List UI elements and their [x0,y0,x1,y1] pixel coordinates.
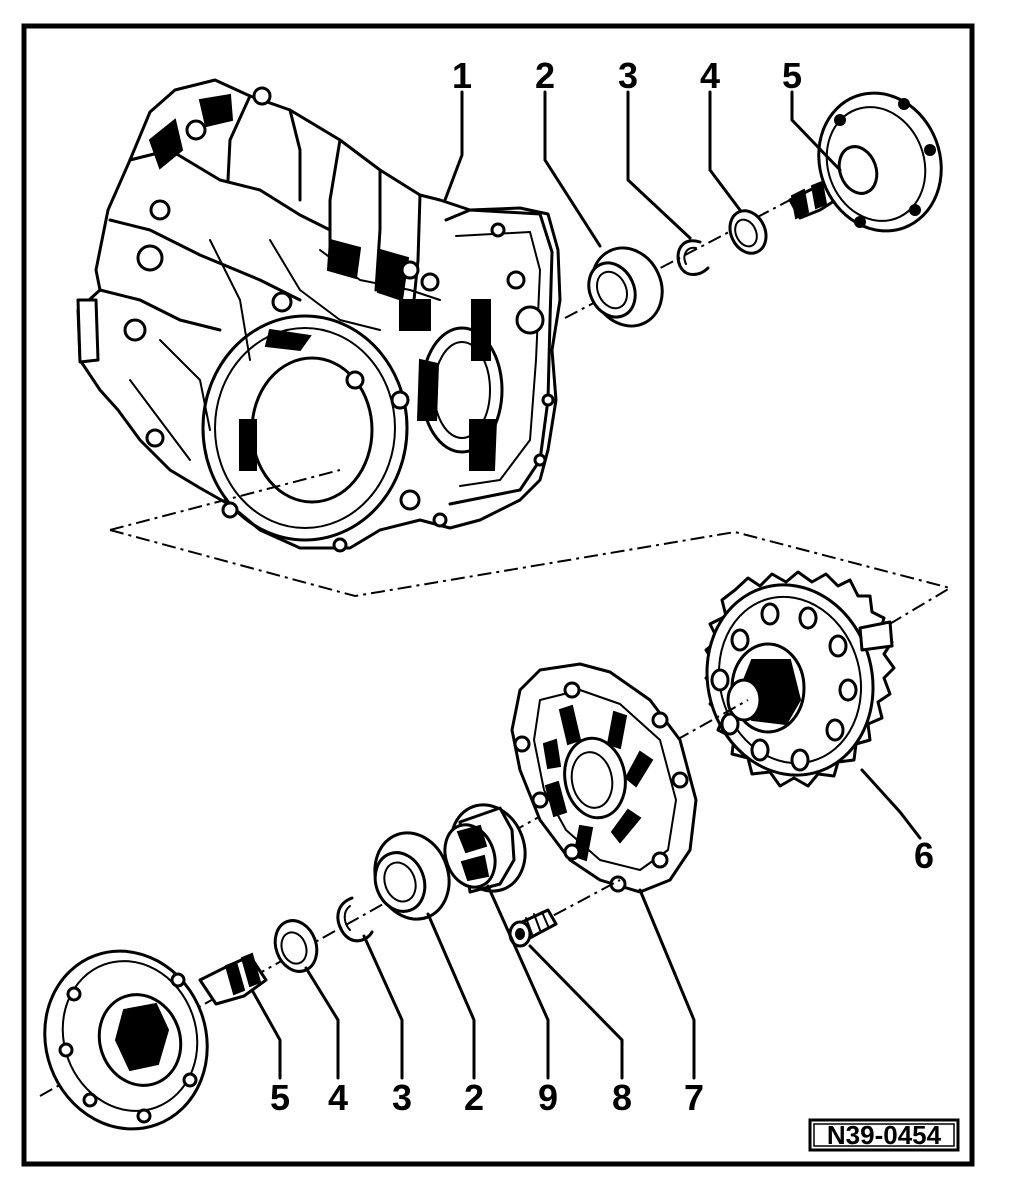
transmission-housing [76,78,562,553]
callout-9-bearing: 9 [538,1077,558,1118]
oil-seal-bottom [373,831,451,921]
callout-2-seal-top: 2 [535,55,555,96]
callout-4-washer-top: 4 [700,55,720,96]
thrust-washer-bottom [273,919,319,973]
oil-seal-top [587,246,664,328]
bolt [508,908,558,948]
callout-1-housing: 1 [452,55,472,96]
callout-7-cover: 7 [684,1077,704,1118]
bearing [443,803,527,894]
differential-ring-gear [704,570,896,788]
axis-bolt [529,879,621,929]
circlip-top [676,239,710,276]
thrust-washer-top [728,209,768,255]
reference-code: N39-0454 [827,1120,942,1150]
housing-cover [510,662,698,894]
flange-shaft-bottom [43,949,268,1131]
assembly-path-housing [109,469,953,626]
callout-6-differential: 6 [914,835,934,876]
callout-3-circlip-bottom: 3 [392,1077,412,1118]
callout-3-circlip-top: 3 [618,55,638,96]
flange-shaft-top [788,91,943,233]
callout-2-seal-bottom: 2 [464,1077,484,1118]
callout-5-flange-top: 5 [782,55,802,96]
reference-code-box: N39-0454 [808,1118,960,1152]
callout-8-bolt: 8 [612,1077,632,1118]
callout-5-flange-bottom: 5 [270,1077,290,1118]
leader-lines [250,90,922,1080]
diagram-frame [21,23,975,1167]
callout-4-washer-bottom: 4 [328,1077,348,1118]
